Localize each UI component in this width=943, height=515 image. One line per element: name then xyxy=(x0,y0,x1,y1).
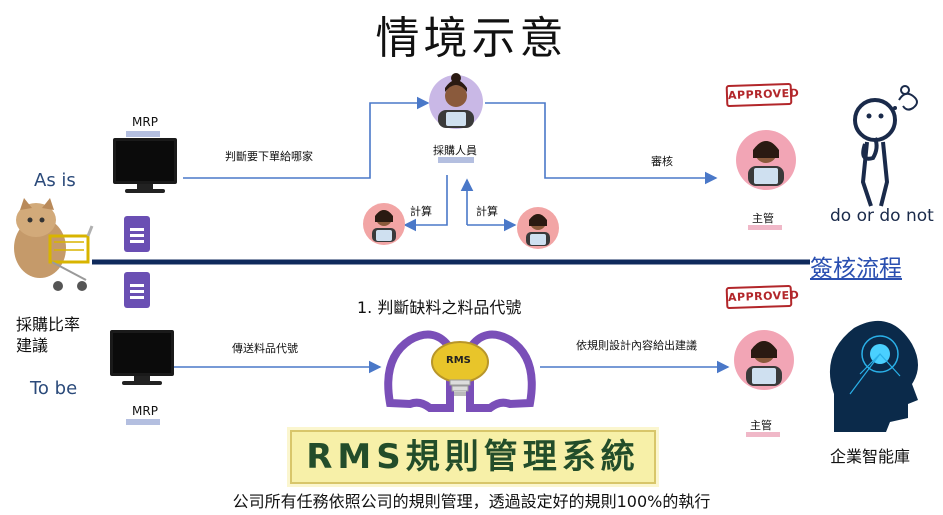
arrow-label-review: 審核 xyxy=(651,155,673,168)
arrow-label-decide-vendor: 判斷要下單給哪家 xyxy=(225,150,313,163)
manager-bottom-label: 主管 xyxy=(750,419,772,432)
manager-top-label: 主管 xyxy=(752,212,774,225)
caption-line-1: 採購比率 xyxy=(16,315,81,334)
rms-brain-bulb-icon xyxy=(384,330,536,412)
monitor-icon-top xyxy=(113,138,177,193)
mrp-bottom-label: MRP xyxy=(132,404,158,418)
purchaser-avatar xyxy=(429,73,483,129)
footer-text: 公司所有任務依照公司的規則管理，透過設定好的規則100%的執行 xyxy=(232,492,711,511)
arrow-label-rule-suggest: 依規則設計內容給出建議 xyxy=(576,339,697,352)
approval-flow-link[interactable]: 簽核流程 xyxy=(810,256,902,282)
caption-line-2: 建議 xyxy=(16,336,49,355)
arrow-label-send-code: 傳送料品代號 xyxy=(232,342,298,355)
as-is-label: As is xyxy=(34,170,76,191)
approved-stamp-bottom: APPROVED xyxy=(725,284,800,310)
arrow-label-calc-left: 計算 xyxy=(410,205,432,218)
to-be-label: To be xyxy=(30,378,78,399)
rms-bulb-text: RMS xyxy=(446,355,471,366)
calc-avatar-left xyxy=(363,203,405,245)
manager-avatar-bottom xyxy=(734,330,794,390)
do-or-not-text: do or do not xyxy=(830,206,934,226)
approved-stamp-top: APPROVED xyxy=(725,82,800,108)
thinking-figure-icon xyxy=(853,85,918,207)
step-1-text: 1. 判斷缺料之料品代號 xyxy=(357,298,522,317)
mrp-top-bar xyxy=(126,131,160,137)
purchaser-bar xyxy=(438,157,474,163)
arrow-mrp-to-purchaser xyxy=(183,96,430,179)
arrow-purchaser-to-manager xyxy=(485,102,718,185)
monitor-icon-bottom xyxy=(110,330,174,385)
ai-head-icon xyxy=(820,314,924,434)
manager-bottom-bar xyxy=(746,432,780,437)
form-icon-bottom xyxy=(124,272,150,308)
manager-top-bar xyxy=(748,225,782,230)
purchaser-label: 採購人員 xyxy=(433,144,477,157)
mrp-bottom-bar xyxy=(126,419,160,425)
enterprise-kb-label: 企業智能庫 xyxy=(830,447,911,466)
arrow-label-calc-right: 計算 xyxy=(476,205,498,218)
form-icon-top xyxy=(124,216,150,252)
arrow-calc-left xyxy=(403,175,448,232)
manager-avatar-top xyxy=(736,130,796,190)
page-title: 情境示意 xyxy=(375,13,568,64)
rms-system-banner: RMS規則管理系統 xyxy=(290,430,656,484)
calc-avatar-right xyxy=(517,207,559,249)
mrp-top-label: MRP xyxy=(132,115,158,129)
cat-cart-illustration xyxy=(14,198,94,291)
purchase-ratio-caption: 採購比率 建議 xyxy=(16,314,80,356)
